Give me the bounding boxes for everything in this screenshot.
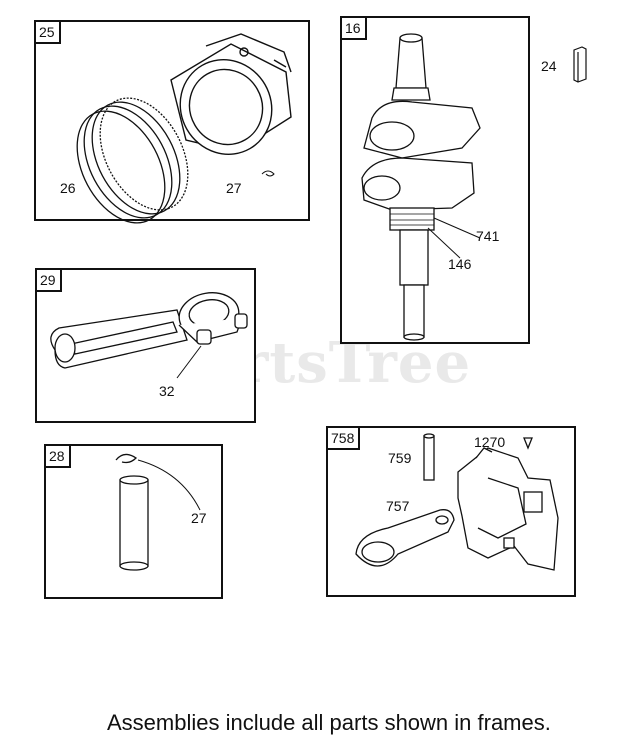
callout-757: 757: [386, 498, 410, 514]
assembly-758-drawing: [355, 433, 559, 571]
frame-tag: 16: [342, 18, 367, 40]
connecting-rod-drawing: [50, 292, 248, 379]
callout-24: 24: [541, 58, 557, 74]
frame-tag: 29: [37, 270, 62, 292]
piston-rings-drawing: [76, 33, 292, 224]
callout-146: 146: [448, 256, 472, 272]
frame-tag: 758: [328, 428, 361, 450]
crankshaft-drawing: [361, 33, 481, 341]
callout-32: 32: [159, 383, 175, 399]
frame-tag: 25: [36, 22, 61, 44]
callout-26: 26: [60, 180, 76, 196]
frame-25-piston-assembly[interactable]: 25 26 27: [34, 20, 310, 224]
callout-27: 27: [226, 180, 242, 196]
frame-tag: 28: [46, 446, 71, 468]
footer-caption: Assemblies include all parts shown in fr…: [107, 710, 551, 735]
frame-28-piston-pin[interactable]: 28 27: [44, 444, 223, 599]
piston-pin-drawing: [115, 453, 201, 571]
callout-741: 741: [476, 228, 500, 244]
callout-1270: 1270: [474, 434, 506, 450]
frame-29-connecting-rod[interactable]: 29 32: [35, 268, 256, 423]
frame-758-assembly[interactable]: 758 759 1270 757: [326, 426, 576, 597]
callout-759: 759: [388, 450, 412, 466]
callout-27: 27: [191, 510, 207, 526]
frame-16-crankshaft[interactable]: 16 741 146: [340, 16, 530, 344]
